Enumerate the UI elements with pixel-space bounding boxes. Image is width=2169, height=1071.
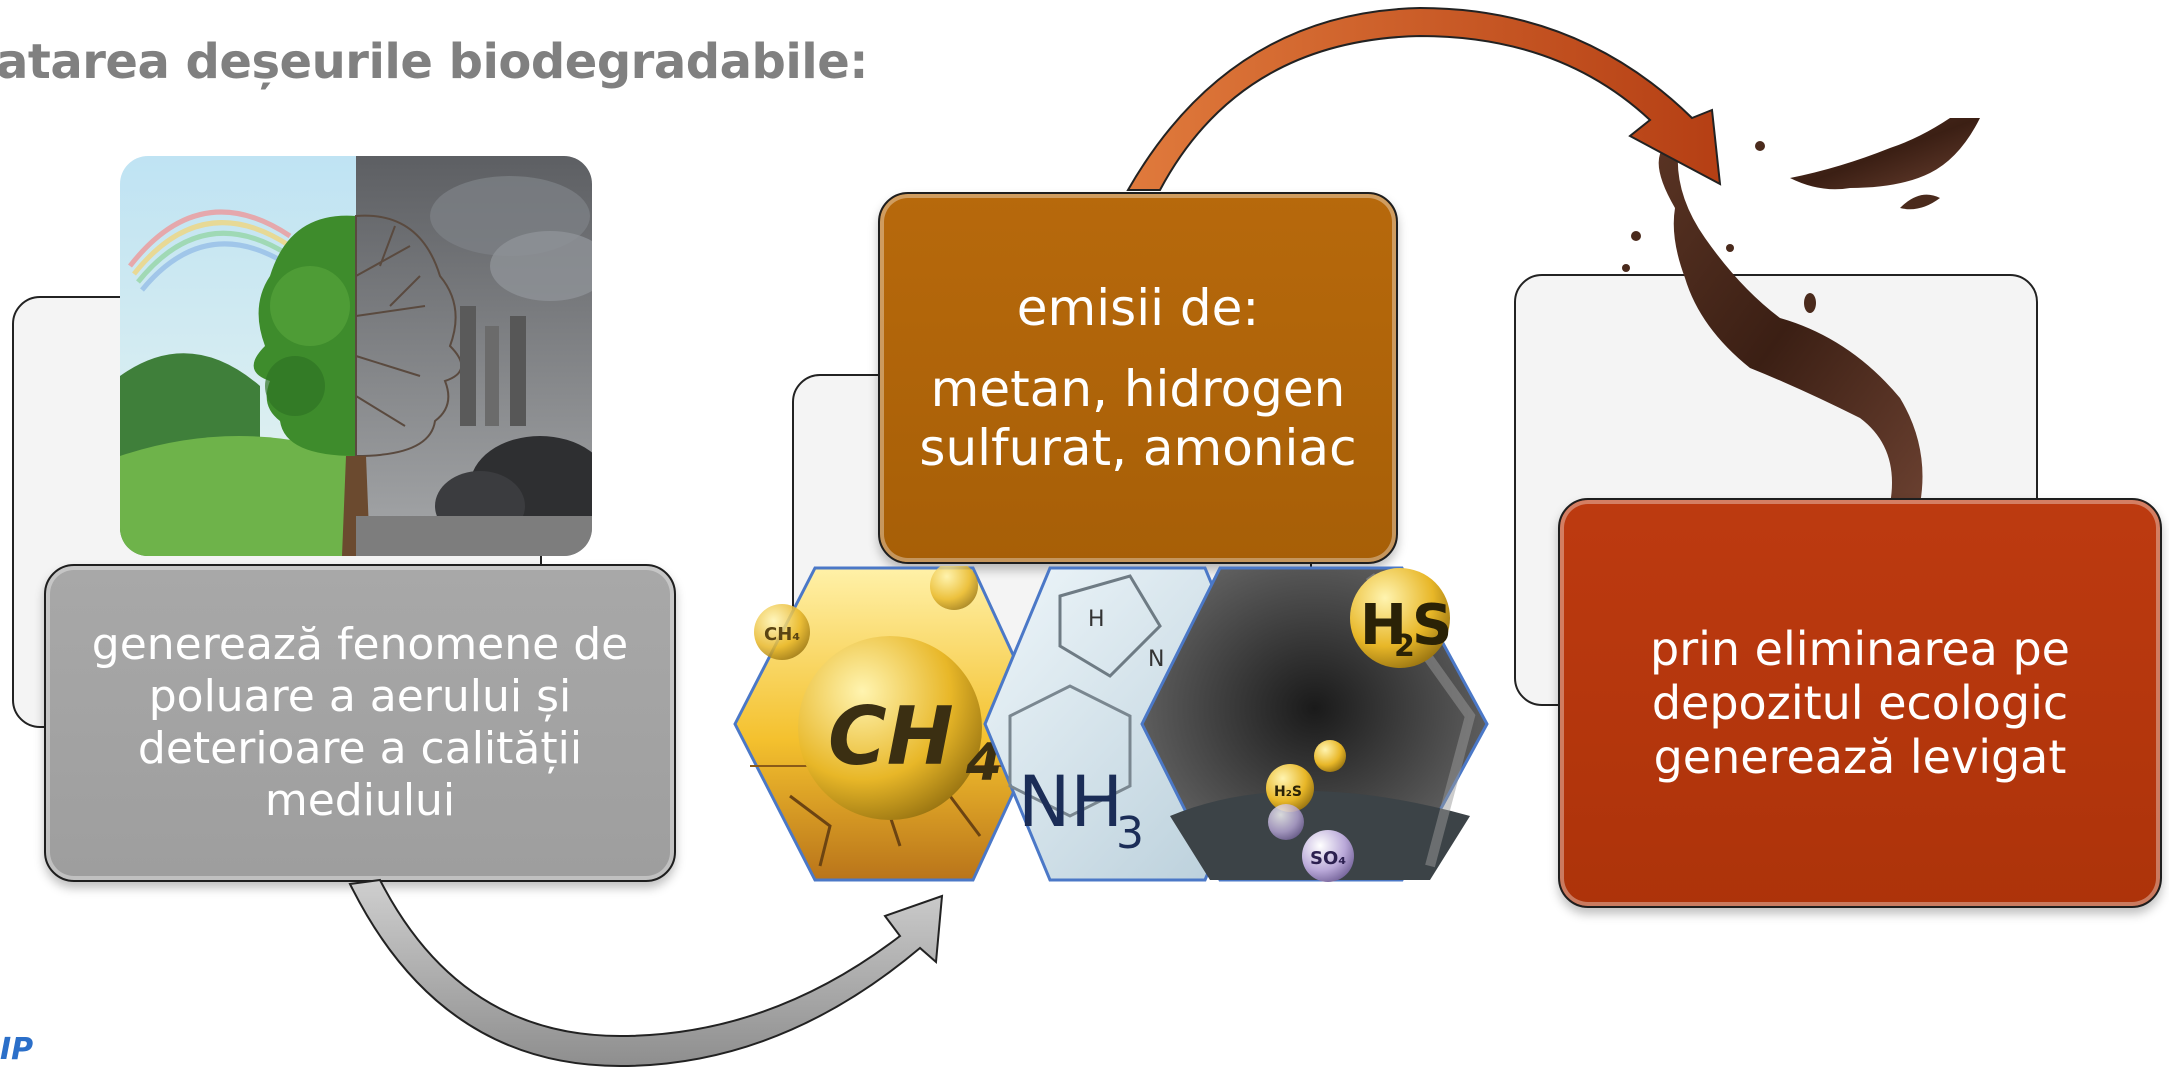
methane-label: CH	[828, 690, 954, 783]
step3-text: prin eliminarea pe depozitul ecologic ge…	[1650, 621, 2070, 785]
h2s-h-label: H	[1360, 593, 1407, 658]
h2s-s-label: S	[1412, 593, 1452, 658]
logo: IP	[0, 1032, 34, 1067]
slide-title: atarea deșeurile biodegradabile:	[0, 34, 869, 90]
curved-arrow-gray-icon	[340, 876, 960, 1068]
ammonia-label: NH	[1018, 761, 1123, 843]
tree-face-pollution-image	[120, 156, 592, 556]
svg-text:N: N	[1148, 647, 1164, 672]
h2s-subscript: 2	[1394, 629, 1415, 664]
step2-text: metan, hidrogen sulfurat, amoniac	[919, 359, 1357, 477]
step2-heading: emisii de:	[1016, 278, 1260, 337]
sulfate-label: SO₄	[1310, 848, 1346, 869]
step1-text: generează fenomene de poluare a aerului …	[91, 619, 629, 826]
small-ch4-label: CH₄	[764, 624, 800, 645]
leachate-splash-image	[1600, 118, 1990, 504]
step3-box: prin eliminarea pe depozitul ecologic ge…	[1558, 498, 2162, 908]
step1-box: generează fenomene de poluare a aerului …	[44, 564, 676, 882]
curved-arrow-orange-icon	[1120, 0, 1730, 196]
chemical-hexagons: CH 4 CH₄ H N NH 3 H 2 S H₂S SO₄	[730, 562, 1492, 886]
svg-text:H: H	[1088, 607, 1105, 632]
step2-box: emisii de: metan, hidrogen sulfurat, amo…	[878, 192, 1398, 564]
ammonia-subscript: 3	[1116, 808, 1144, 859]
small-h2s-label: H₂S	[1274, 784, 1302, 800]
